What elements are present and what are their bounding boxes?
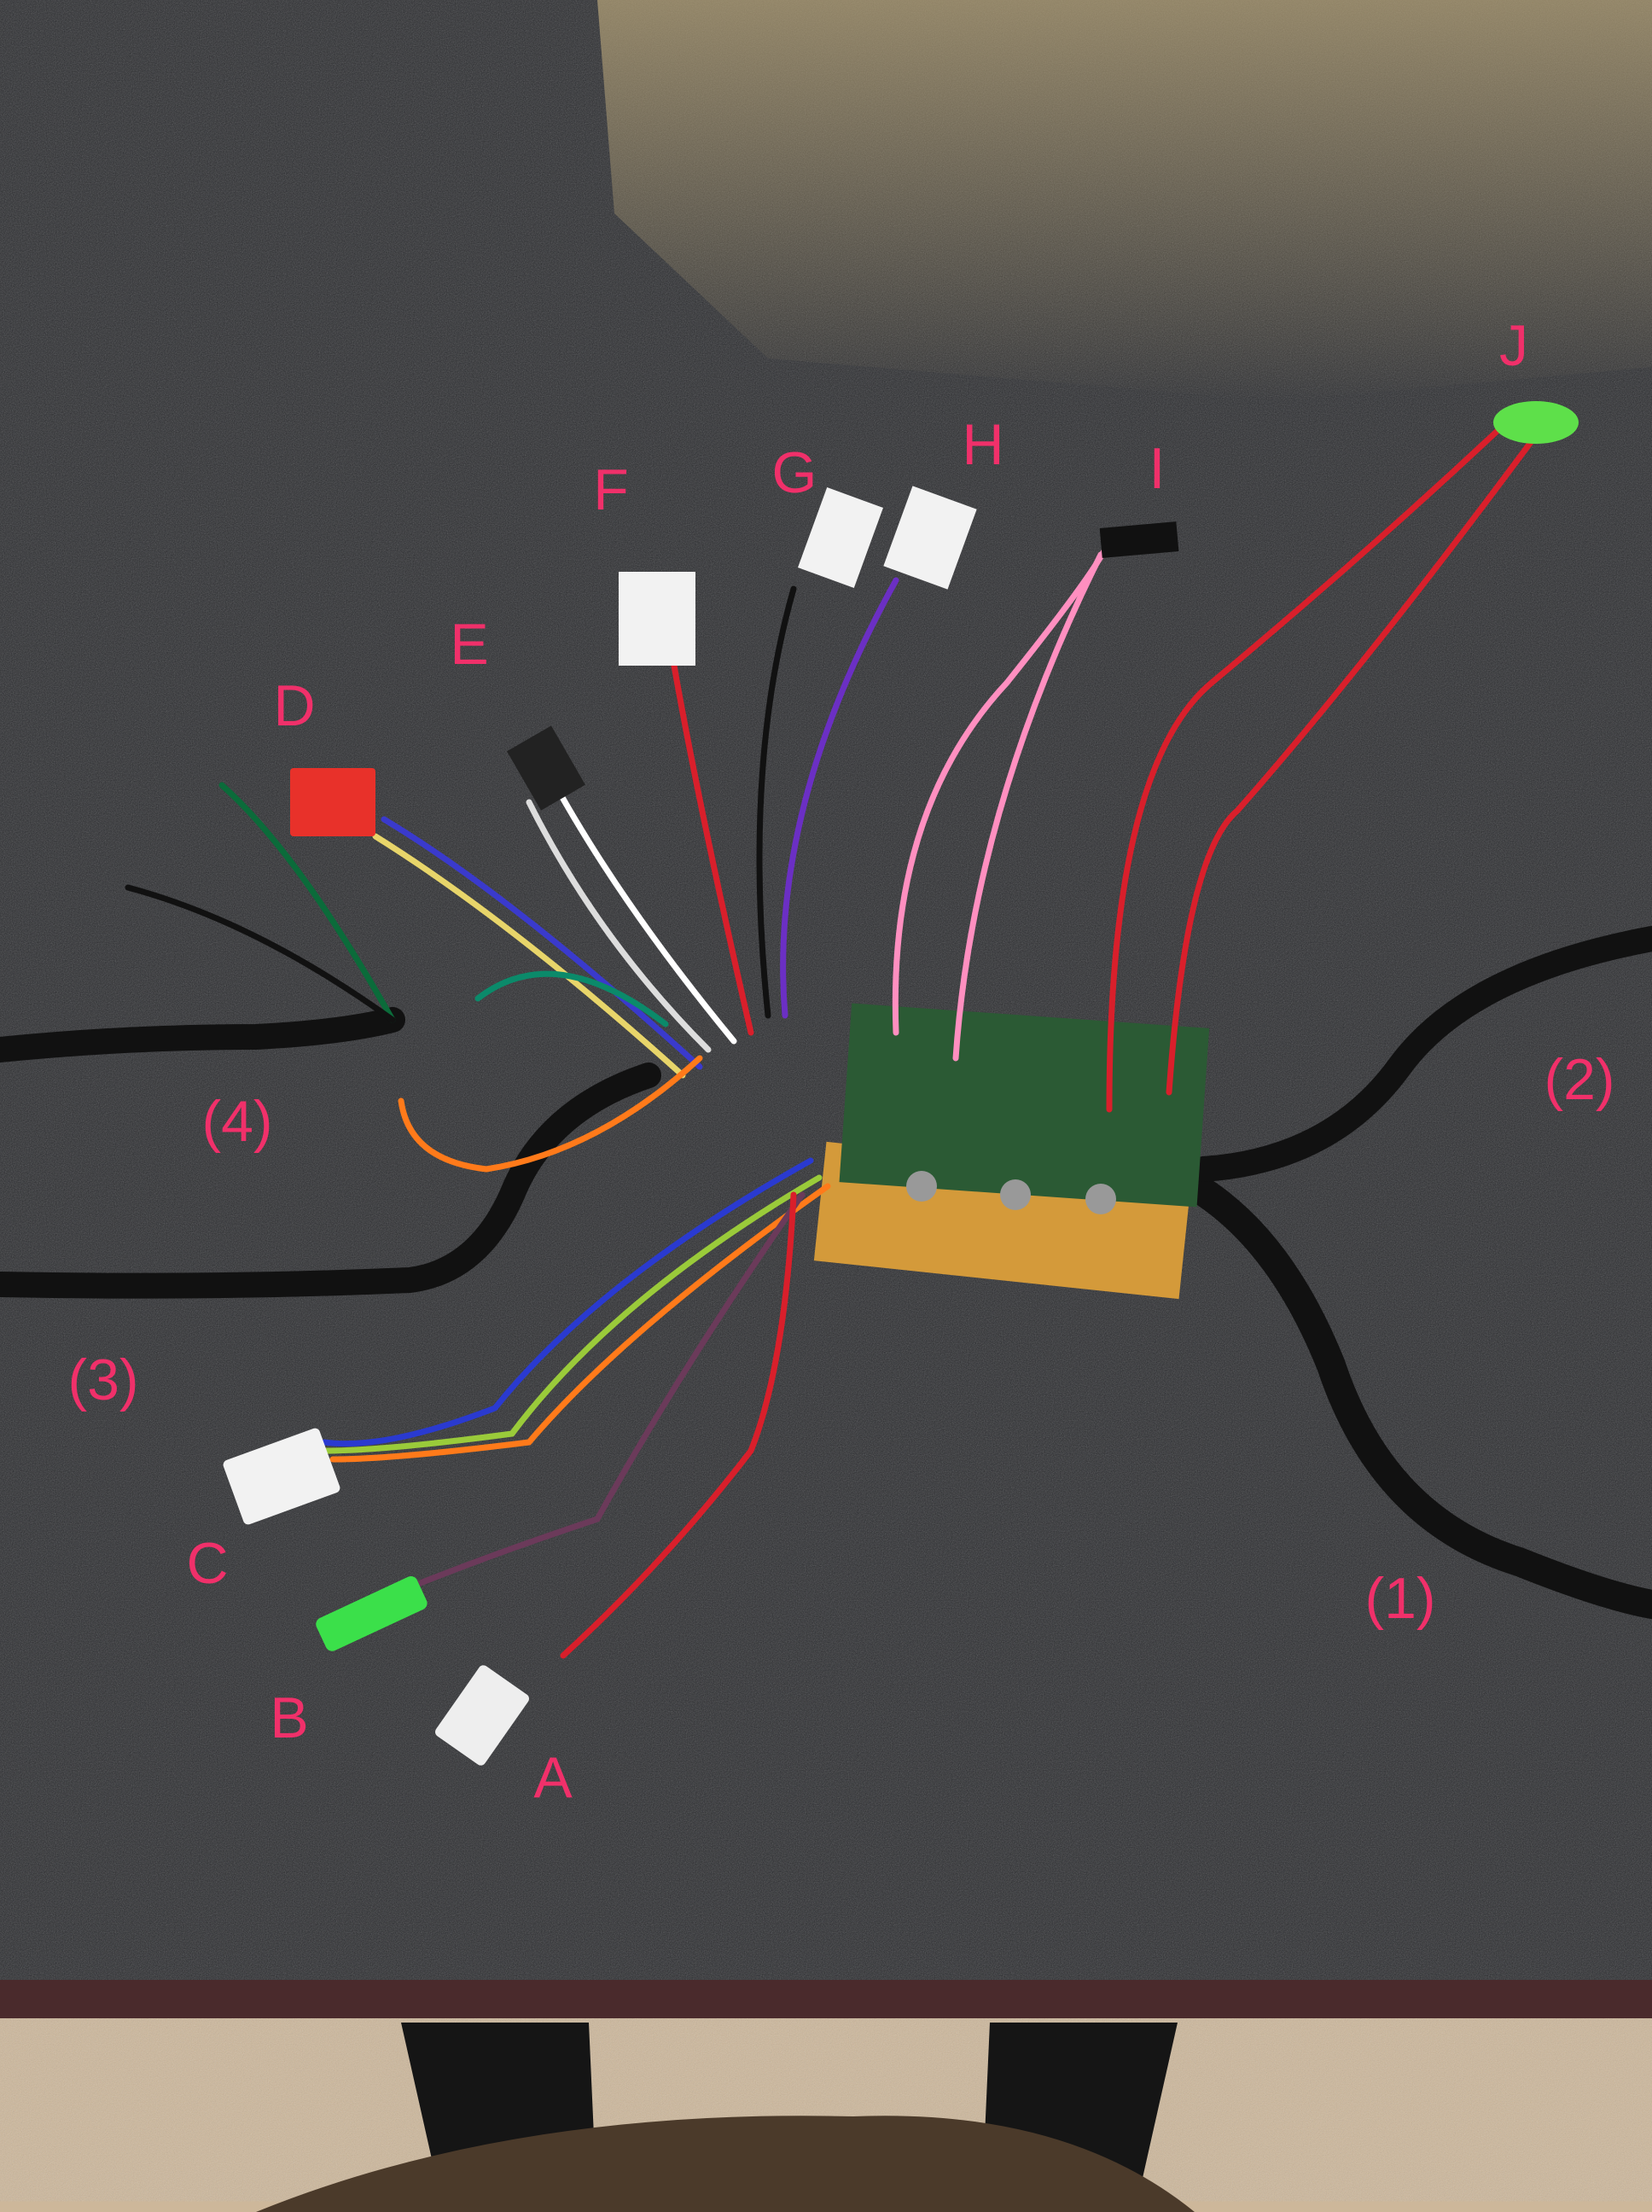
counter-edge — [0, 1980, 1652, 2018]
label-a: A — [533, 1745, 573, 1810]
cable-1 — [1180, 1172, 1652, 1619]
window-reflection — [597, 0, 1652, 401]
label-cable-4: (4) — [201, 1089, 273, 1154]
label-e: E — [450, 612, 489, 677]
label-f: F — [593, 457, 629, 522]
label-cable-2: (2) — [1544, 1047, 1615, 1112]
label-h: H — [962, 412, 1004, 477]
connector-h — [883, 486, 977, 590]
thin-wires — [125, 423, 1539, 1659]
connector-i — [1099, 521, 1179, 558]
connectors — [223, 401, 1579, 1766]
label-cable-3: (3) — [67, 1348, 139, 1412]
connector-a — [435, 1665, 529, 1766]
label-d: D — [273, 673, 316, 738]
label-cable-1: (1) — [1364, 1566, 1436, 1631]
label-c: C — [186, 1531, 229, 1596]
label-b: B — [270, 1685, 309, 1750]
connector-g — [798, 487, 883, 588]
label-i: I — [1149, 436, 1166, 501]
connector-e — [507, 725, 585, 811]
connector-f — [619, 572, 695, 666]
connector-j — [1493, 401, 1579, 444]
connector-d — [290, 768, 375, 836]
cable-3 — [0, 1062, 661, 1299]
connector-b — [316, 1576, 428, 1651]
cable-2 — [1190, 926, 1652, 1182]
label-g: G — [771, 440, 817, 505]
connector-c — [223, 1428, 340, 1525]
shorts — [256, 2116, 1195, 2212]
label-j: J — [1499, 313, 1528, 378]
cable-4 — [0, 1007, 405, 1062]
controller-board — [813, 1003, 1210, 1300]
main-cables — [0, 926, 1652, 1619]
